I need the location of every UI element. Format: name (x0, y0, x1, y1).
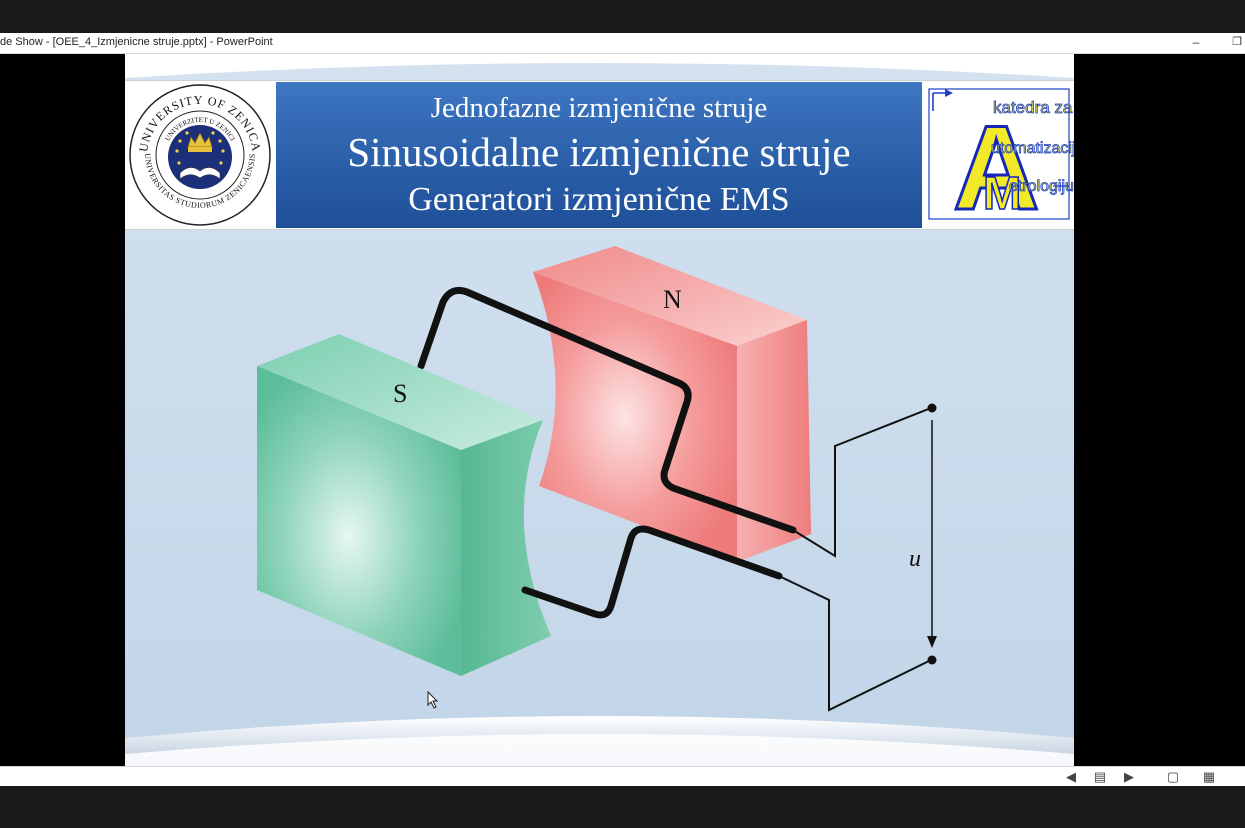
title-box: Jednofazne izmjenične struje Sinusoidaln… (276, 82, 922, 228)
department-logo: A M katedra za utomatizaciju i etrologij… (925, 81, 1074, 229)
title-banner: UNIVERSITY OF ZENICA UNIVERSITAS STUDIOR… (125, 80, 1074, 230)
south-pole-magnet (257, 334, 551, 676)
upper-lead (792, 407, 932, 558)
coil-lower-wire (521, 525, 783, 619)
lower-terminal (927, 655, 937, 665)
university-seal-logo: UNIVERSITY OF ZENICA UNIVERSITAS STUDIOR… (128, 83, 272, 227)
slide-sorter-button[interactable]: ▦ (1202, 769, 1216, 784)
pole-label-n: N (663, 285, 682, 314)
upper-terminal (927, 403, 937, 413)
slideshow-statusbar: ◀ ▤ ▶ ▢ ▦ (0, 766, 1245, 787)
normal-view-button[interactable]: ▢ (1166, 769, 1180, 784)
next-slide-button[interactable]: ▶ (1124, 769, 1134, 784)
window-title: de Show - [OEE_4_Izmjenicne struje.pptx]… (0, 36, 273, 48)
voltage-label-u: u (909, 546, 921, 572)
lower-lead (778, 575, 932, 712)
slide-title-line3: Generatori izmjenične EMS (408, 181, 790, 218)
top-blackbar (0, 0, 1245, 33)
logo-line1: katedra za (993, 98, 1073, 117)
slide[interactable]: UNIVERSITY OF ZENICA UNIVERSITAS STUDIOR… (125, 54, 1074, 766)
coil-upper-wire (417, 286, 797, 534)
slideshow-stage: UNIVERSITY OF ZENICA UNIVERSITAS STUDIOR… (0, 54, 1245, 766)
minimize-button[interactable]: – (1192, 35, 1200, 49)
logo-line2: utomatizaciju i (991, 140, 1074, 157)
generator-diagram: S N u (257, 246, 937, 712)
restore-button[interactable]: ❐ (1232, 36, 1242, 48)
logo-line3: etrologiju (1009, 178, 1074, 195)
slide-title-line2: Sinusoidalne izmjenične struje (347, 129, 851, 175)
slideshow-menu-button[interactable]: ▤ (1093, 769, 1107, 784)
logo-letter-a: A (953, 101, 1040, 229)
logo-letter-m: M (983, 167, 1021, 219)
previous-slide-button[interactable]: ◀ (1066, 769, 1076, 784)
pole-label-s: S (393, 379, 407, 408)
window-titlebar: de Show - [OEE_4_Izmjenicne struje.pptx]… (0, 33, 1245, 54)
mouse-pointer-icon (427, 691, 439, 709)
slide-title-line1: Jednofazne izmjenične struje (430, 92, 768, 124)
bottom-blackbar (0, 786, 1245, 828)
